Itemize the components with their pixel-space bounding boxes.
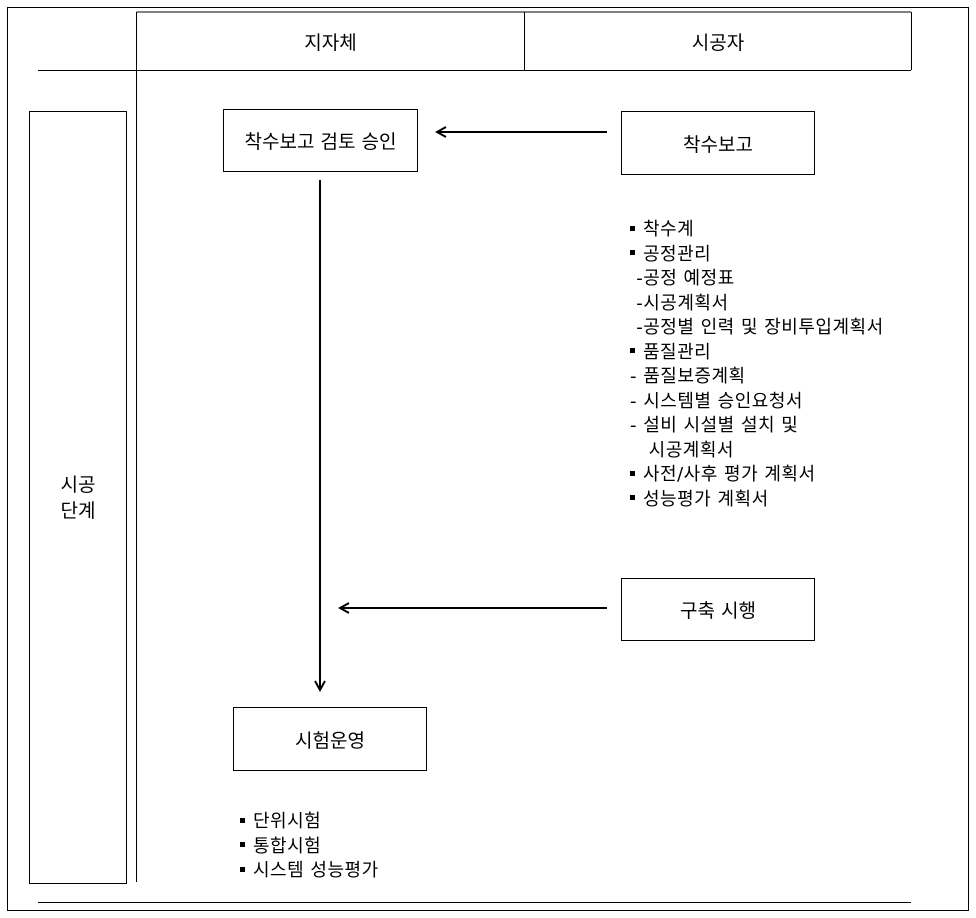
- list-item-text: 사전/사후 평가 계획서: [643, 464, 816, 485]
- node-construction-label: 구축 시행: [680, 600, 756, 622]
- node-start-report: 착수보고: [621, 111, 815, 175]
- node-start-report-label: 착수보고: [683, 133, 753, 156]
- list-item-text: - 시스템별 승인요청서: [630, 390, 803, 412]
- outer-frame: [7, 7, 969, 911]
- list-item-text: - 품질보증계획: [630, 366, 746, 387]
- list-item-text: -공정 예정표: [630, 268, 735, 289]
- stage-label-box: 시공 단계: [29, 111, 127, 884]
- list-item-text: 시공계획서: [630, 439, 734, 461]
- list-item: 착수계: [630, 218, 884, 243]
- square-bullet-icon: [240, 842, 245, 847]
- list-item-text: 시스템 성능평가: [253, 860, 379, 881]
- stage-label-line2: 단계: [60, 499, 96, 522]
- stage-label-line1: 시공: [60, 473, 96, 496]
- list-item: - 시스템별 승인요청서: [630, 390, 884, 415]
- list-item-text: -시공계획서: [630, 292, 729, 314]
- header-contractor-label: 시공자: [691, 32, 745, 54]
- list-item: 시공계획서: [630, 439, 884, 464]
- square-bullet-icon: [630, 250, 635, 255]
- node-approval-label: 착수보고 검토 승인: [244, 131, 397, 153]
- list-item: 공정관리: [630, 243, 884, 268]
- list-item-text: - 설비 시설별 설치 및: [630, 415, 799, 436]
- square-bullet-icon: [240, 866, 245, 872]
- list-item: 통합시험: [240, 835, 379, 860]
- list-item: -공정별 인력 및 장비투입계획서: [630, 316, 884, 341]
- square-bullet-icon: [630, 470, 635, 476]
- list-item: 단위시험: [240, 810, 379, 835]
- list-item: 성능평가 계획서: [630, 488, 884, 513]
- list-item-text: 착수계: [643, 219, 695, 240]
- square-bullet-icon: [240, 817, 245, 823]
- header-municipality: 지자체: [137, 13, 524, 70]
- list-item-text: 단위시험: [253, 811, 322, 832]
- list-item-text: 공정관리: [643, 243, 712, 265]
- list-item: 품질관리: [630, 341, 884, 366]
- list-item: - 설비 시설별 설치 및: [630, 414, 884, 439]
- list-item: -시공계획서: [630, 292, 884, 317]
- list-item-text: 통합시험: [253, 835, 322, 857]
- header-contractor: 시공자: [525, 13, 911, 70]
- node-approval: 착수보고 검토 승인: [223, 109, 418, 172]
- square-bullet-icon: [630, 225, 635, 231]
- list-item-text: 성능평가 계획서: [643, 488, 769, 510]
- square-bullet-icon: [630, 348, 635, 353]
- node-test-operation-label: 시험운영: [295, 729, 365, 752]
- header-municipality-label: 지자체: [304, 32, 357, 54]
- node-construction: 구축 시행: [621, 578, 815, 641]
- node-test-operation: 시험운영: [233, 707, 427, 771]
- list-item: 시스템 성능평가: [240, 859, 379, 884]
- list-item: -공정 예정표: [630, 267, 884, 292]
- list-item: 사전/사후 평가 계획서: [630, 463, 884, 488]
- list-item: - 품질보증계획: [630, 365, 884, 390]
- square-bullet-icon: [630, 495, 635, 500]
- list-item-text: 품질관리: [643, 341, 712, 363]
- list-item-text: -공정별 인력 및 장비투입계획서: [630, 317, 884, 338]
